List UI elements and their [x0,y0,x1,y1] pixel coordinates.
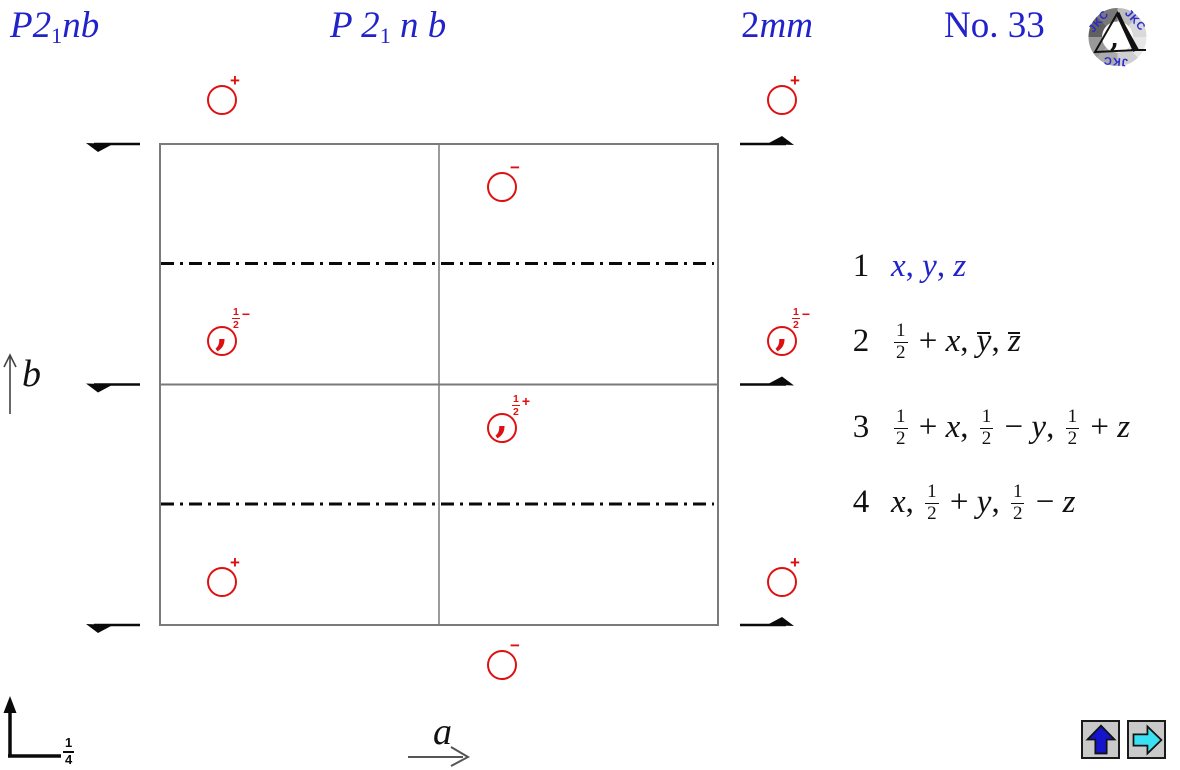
space-group-symbol-spaced: P 21 n b [330,4,446,49]
height-label: + [790,553,800,572]
space-group-number: No. 33 [944,5,1045,46]
logo-triangle: , [1093,10,1146,54]
enantiomorph-comma: , [495,396,509,441]
symbol-subscript: 1 [379,23,391,49]
coordinate-expression: x, y, z [891,248,967,284]
space-group-symbol-compact: P21nb [10,4,99,49]
position-circle [487,172,517,202]
point-group-label: 2mm [741,4,813,47]
nav-up-button[interactable] [1081,720,1120,759]
logo-text: JKC [1102,54,1128,68]
enantiomorph-comma: , [215,309,229,354]
position-circle [207,326,237,356]
atom-circle-symbol: + [207,72,240,115]
symbol-post: nb [62,5,100,46]
logo-comma: , [1110,24,1119,54]
symbol-post: n b [390,5,447,46]
position-circle [487,413,517,443]
position-circle [767,326,797,356]
coordinate-index: 2 [852,322,870,359]
nav-next-button[interactable] [1127,720,1166,759]
quarter-numerator: 1 [63,735,75,753]
atom-circle-symbol: + [767,554,800,597]
b-axis-arrow [3,353,17,414]
b-axis-label: b [22,353,41,395]
height-label: − [510,636,520,655]
atom-circle-symbol: − [487,159,520,202]
enantiomorph-comma: , [775,309,789,354]
coordinate-index: 3 [852,408,870,445]
height-label: + [230,553,240,572]
symbol-pre: P2 [10,5,52,46]
coordinate-index: 1 [852,248,870,284]
quarter-denominator: 4 [65,751,73,767]
a-axis-label: a [433,711,452,753]
atom-circle-symbol: + [207,554,240,597]
symbol-subscript: 1 [51,23,63,49]
point-group-number: 2 [741,5,760,46]
screw-axis-arrows [86,136,794,633]
origin-height-symbol [3,696,61,758]
a-axis-arrow [408,746,471,767]
coordinate-row: 1 x, y, z [848,248,966,285]
position-circle [767,567,797,597]
position-circle [487,650,517,680]
n-glide-plane-lines [161,262,714,506]
point-group-letters: mm [759,5,813,46]
symbol-pre: P 2 [330,5,380,46]
coordinate-index: 4 [852,483,870,520]
height-label: + [230,71,240,90]
height-label: − [510,158,520,177]
arrow-up-icon [1084,723,1117,754]
jkc-logo: JKC JKC JKC , [1086,7,1147,68]
position-circle [207,567,237,597]
atom-circle-symbol: − [487,637,520,680]
position-circle [207,85,237,115]
position-circle [767,85,797,115]
quarter-height-label: 1 4 [63,735,75,768]
arrow-right-icon [1132,723,1163,756]
atom-circle-symbol: + [767,72,800,115]
unit-cell-border [159,143,719,626]
height-label: + [790,71,800,90]
